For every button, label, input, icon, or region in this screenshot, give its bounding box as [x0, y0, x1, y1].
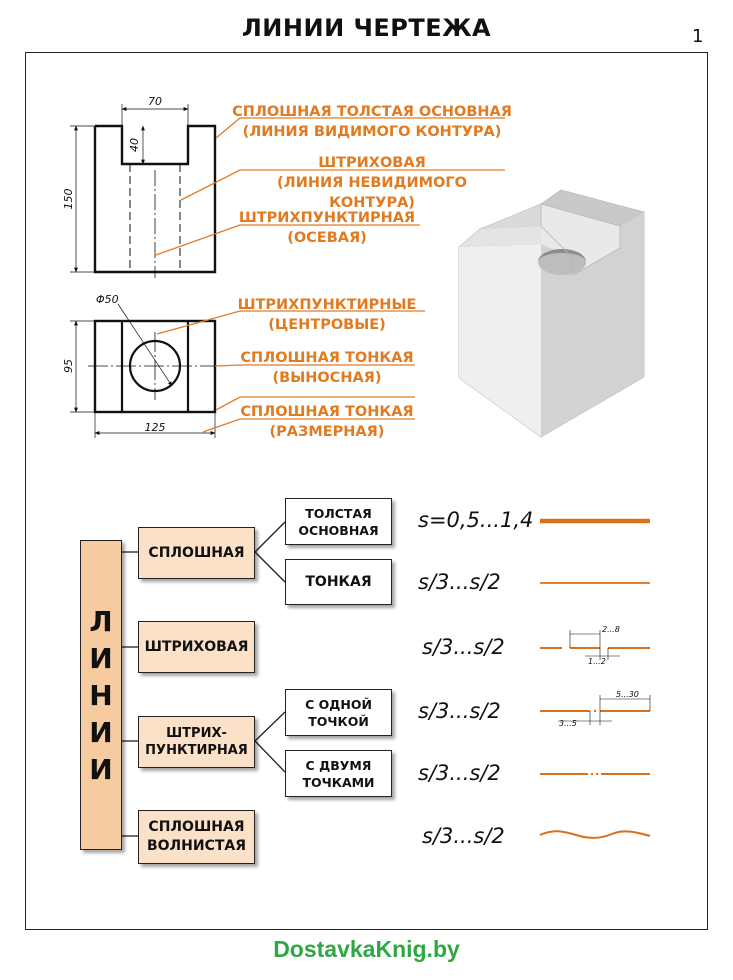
root-letter: Л: [89, 604, 113, 638]
wavy-line1: СПЛОШНАЯ: [148, 819, 245, 835]
dimension-125: 125: [145, 421, 166, 434]
legend-line2: (ЛИНИЯ НЕВИДИМОГО КОНТУРА): [277, 175, 467, 211]
legend-dashed: ШТРИХОВАЯ (ЛИНИЯ НЕВИДИМОГО КОНТУРА): [232, 153, 512, 213]
dimension-40: 40: [128, 138, 141, 152]
lines-root-box: Л И Н И И: [80, 540, 122, 850]
legend-dashdot-center: ШТРИХПУНКТИРНЫЕ (ЦЕНТРОВЫЕ): [232, 295, 422, 335]
legend-line1: ШТРИХПУНКТИРНАЯ: [238, 210, 416, 226]
legend-solid-thin-dimension: СПЛОШНАЯ ТОНКАЯ (РАЗМЕРНАЯ): [232, 402, 422, 442]
one-dot-box: С ОДНОЙ ТОЧКОЙ: [285, 689, 392, 736]
legend-line1: СПЛОШНАЯ ТОНКАЯ: [240, 350, 414, 366]
root-letter: И: [89, 715, 113, 749]
thin-box: ТОНКАЯ: [285, 559, 392, 605]
legend-solid-thin-extension: СПЛОШНАЯ ТОНКАЯ (ВЫНОСНАЯ): [232, 348, 422, 388]
drawing-frame: [25, 52, 708, 930]
sample-dash-length: 2...8: [602, 625, 620, 634]
formula-wavy: s/3...s/2: [422, 824, 505, 848]
formula-thin: s/3...s/2: [418, 570, 501, 594]
legend-line2: (ЛИНИЯ ВИДИМОГО КОНТУРА): [242, 124, 502, 140]
legend-line2: (РАЗМЕРНАЯ): [269, 424, 385, 440]
wavy-line2: ВОЛНИСТАЯ: [146, 838, 247, 854]
legend-line1: СПЛОШНАЯ ТОЛСТАЯ ОСНОВНАЯ: [232, 104, 512, 120]
two-dots-line1: С ДВУМЯ: [305, 757, 372, 773]
tree-connectors: [122, 521, 286, 837]
page-number: 1: [692, 26, 704, 47]
legend-solid-thick: СПЛОШНАЯ ТОЛСТАЯ ОСНОВНАЯ (ЛИНИЯ ВИДИМОГ…: [232, 102, 512, 142]
front-view: [70, 104, 217, 278]
solid-box: СПЛОШНАЯ: [138, 527, 255, 579]
legend-line2: (ВЫНОСНАЯ): [272, 370, 382, 386]
two-dots-box: С ДВУМЯ ТОЧКАМИ: [285, 750, 392, 797]
dimension-diameter: Φ50: [96, 293, 119, 306]
thick-main-box: ТОЛСТАЯ ОСНОВНАЯ: [285, 498, 392, 545]
root-letter: И: [89, 641, 113, 675]
sample-dashdot-length: 5...30: [616, 690, 639, 699]
dashdot-line2: ПУНКТИРНАЯ: [145, 743, 248, 758]
sample-dashdot-gap: 3...5: [559, 719, 577, 728]
dashed-box: ШТРИХОВАЯ: [138, 621, 255, 673]
thick-main-line2: ОСНОВНАЯ: [298, 522, 379, 538]
legend-dashdot-axial: ШТРИХПУНКТИРНАЯ (ОСЕВАЯ): [232, 208, 422, 248]
wavy-box: СПЛОШНАЯ ВОЛНИСТАЯ: [138, 810, 255, 864]
legend-line1: ШТРИХПУНКТИРНЫЕ: [237, 297, 417, 313]
line-samples: [539, 518, 651, 839]
root-letter: И: [89, 752, 113, 786]
dashdot-line1: ШТРИХ-: [166, 726, 227, 741]
sample-dash-gap: 1...2: [588, 657, 606, 666]
formula-two-dots: s/3...s/2: [418, 761, 501, 785]
one-dot-line2: ТОЧКОЙ: [308, 713, 369, 729]
dimension-95: 95: [62, 359, 75, 373]
dimension-150: 150: [62, 189, 75, 210]
legend-line1: ШТРИХОВАЯ: [318, 155, 426, 171]
thick-main-line1: ТОЛСТАЯ: [305, 505, 372, 521]
dimension-70: 70: [148, 95, 162, 108]
legend-line1: СПЛОШНАЯ ТОНКАЯ: [240, 404, 414, 420]
formula-thick: s=0,5...1,4: [418, 508, 534, 532]
root-letter: Н: [89, 678, 113, 712]
legend-line2: (ЦЕНТРОВЫЕ): [268, 317, 386, 333]
legend-line2: (ОСЕВАЯ): [287, 230, 367, 246]
top-view: [70, 303, 222, 438]
formula-dashed: s/3...s/2: [422, 635, 505, 659]
one-dot-line1: С ОДНОЙ: [305, 696, 372, 712]
page-title: ЛИНИИ ЧЕРТЕЖА: [241, 14, 492, 42]
dashdot-box: ШТРИХ- ПУНКТИРНАЯ: [138, 716, 255, 768]
two-dots-line2: ТОЧКАМИ: [302, 774, 375, 790]
legend-leaders: [155, 117, 505, 433]
footer-site-name: DostavkaKnig.by: [273, 936, 460, 962]
isometric-block: [458, 189, 645, 438]
formula-one-dot: s/3...s/2: [418, 699, 501, 723]
